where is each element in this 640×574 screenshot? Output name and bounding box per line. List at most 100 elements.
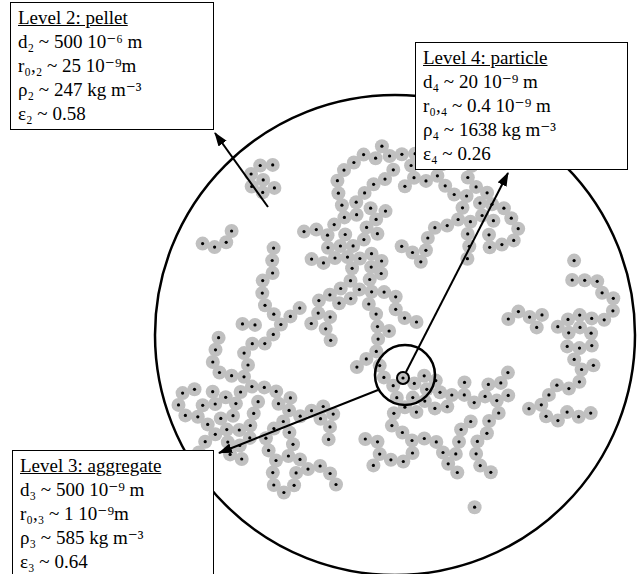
primary-particle xyxy=(287,478,301,492)
particle-core xyxy=(466,176,469,179)
particle-shell xyxy=(483,240,497,254)
particle-core xyxy=(592,364,595,367)
particle-core xyxy=(365,357,368,360)
primary-particle xyxy=(235,452,249,466)
particle-shell xyxy=(410,315,424,329)
primary-particle xyxy=(196,398,210,412)
particle-core xyxy=(372,183,375,186)
particle-core xyxy=(374,157,377,160)
particle-core xyxy=(262,178,265,181)
particle-core xyxy=(394,295,397,298)
primary-particle xyxy=(243,419,257,433)
particle-shell xyxy=(398,311,412,325)
particle-core xyxy=(426,236,429,239)
particle-core xyxy=(507,317,510,320)
particle-core xyxy=(589,412,592,415)
particle-core xyxy=(310,322,313,325)
primary-particle xyxy=(322,432,336,446)
particle-shell xyxy=(236,317,250,331)
primary-particle xyxy=(225,369,239,383)
property-value: d₄ ~ 20 10⁻⁹ m xyxy=(423,70,619,94)
particle-shell xyxy=(585,311,599,325)
particle-core xyxy=(457,440,460,443)
property-value: r₀,₃ ~ 1 10⁻⁹m xyxy=(20,502,205,526)
particle-core xyxy=(567,331,570,334)
primary-particle xyxy=(462,239,476,253)
property-value: ρ₃ ~ 585 kg m⁻³ xyxy=(20,526,205,550)
property-value: r₀,₄ ~ 0.4 10⁻⁹ m xyxy=(423,94,619,118)
particle-core xyxy=(401,431,404,434)
primary-particle xyxy=(398,311,412,325)
particle-shell xyxy=(235,452,249,466)
primary-particle xyxy=(244,167,258,181)
particle-shell xyxy=(535,308,549,322)
particle-shell xyxy=(364,201,378,215)
particle-core xyxy=(596,280,599,283)
particle-shell xyxy=(567,254,581,268)
particle-shell xyxy=(586,358,600,372)
particle-shell xyxy=(188,382,202,396)
particle-core xyxy=(206,423,209,426)
particle-core xyxy=(364,437,367,440)
primary-particle xyxy=(364,260,378,274)
particle-core xyxy=(415,411,418,414)
particle-core xyxy=(329,339,332,342)
particle-shell xyxy=(214,411,228,425)
particle-core xyxy=(211,360,214,363)
particle-core xyxy=(249,424,252,427)
particle-shell xyxy=(248,318,262,332)
primary-particle xyxy=(226,409,240,423)
particle-core xyxy=(510,217,513,220)
particle-core xyxy=(339,287,342,290)
primary-particle xyxy=(317,256,331,270)
particle-core xyxy=(224,396,227,399)
particle-core xyxy=(214,433,217,436)
particle-core xyxy=(424,179,427,182)
particle-core xyxy=(282,491,285,494)
particle-core xyxy=(547,393,550,396)
particle-shell xyxy=(256,173,270,187)
particle-shell xyxy=(208,240,222,254)
particle-core xyxy=(336,179,339,182)
primary-particle xyxy=(369,307,383,321)
particle-core xyxy=(362,153,365,156)
particle-core xyxy=(392,384,395,387)
particle-core xyxy=(363,191,366,194)
primary-particle xyxy=(364,201,378,215)
particle-shell xyxy=(267,181,281,195)
particle-core xyxy=(358,257,361,260)
particle-shell xyxy=(379,204,393,218)
primary-particle xyxy=(266,466,280,480)
primary-particle xyxy=(358,432,372,446)
particle-core xyxy=(349,279,352,282)
particle-core xyxy=(392,168,395,171)
primary-particle xyxy=(350,360,364,374)
particle-core xyxy=(355,366,358,369)
particle-core xyxy=(390,424,393,427)
particle-shell xyxy=(530,320,544,334)
particle-shell xyxy=(241,358,255,372)
particle-core xyxy=(214,402,217,405)
particle-shell xyxy=(482,414,496,428)
particle-shell xyxy=(481,377,495,391)
particle-shell xyxy=(450,466,464,480)
particle-shell xyxy=(578,273,592,287)
particle-core xyxy=(545,415,548,418)
particle-shell xyxy=(258,298,272,312)
level-heading: Level 3: aggregate xyxy=(20,454,205,478)
particle-core xyxy=(248,436,251,439)
particle-core xyxy=(492,219,495,222)
particle-core xyxy=(566,411,569,414)
primary-particle xyxy=(267,181,281,195)
primary-particle xyxy=(257,380,271,394)
particle-core xyxy=(204,440,207,443)
particle-core xyxy=(288,409,291,412)
primary-particle xyxy=(585,339,599,353)
particle-core xyxy=(528,316,531,319)
particle-shell xyxy=(370,227,384,241)
particle-core xyxy=(488,419,491,422)
particle-core xyxy=(603,318,606,321)
leader-arrow xyxy=(219,390,378,453)
particle-core xyxy=(317,299,320,302)
particle-core xyxy=(250,172,253,175)
